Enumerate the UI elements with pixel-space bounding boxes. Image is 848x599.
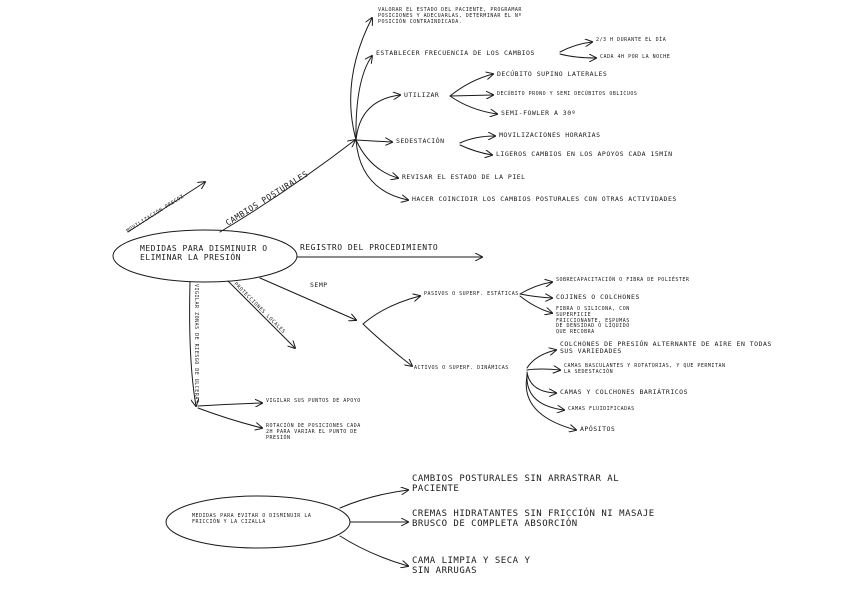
arrow-estaticas-1 [519,282,552,295]
arrow-frecuencia-2 [559,53,596,58]
dinamicas-item-1: COLCHONES DE PRESIÓN ALTERNANTE DE AIRE … [560,340,772,356]
arrow-sedestacion-2 [459,144,492,155]
semp-label: SEMP [310,281,328,289]
arrow-estaticas-2 [519,293,552,298]
sedestacion-item-2: LIGEROS CAMBIOS EN LOS APOYOS CADA 15MIN [496,150,673,158]
central-node-ellipse [112,229,298,283]
second-item-2: CREMAS HIDRATANTES SIN FRICCIÓN NI MASAJ… [412,509,655,530]
arrow-estaticas-3 [519,295,552,313]
dinamicas-label: ACTIVOS O SUPERF. DINÁMICAS [414,365,509,371]
arrow-hacer [355,139,408,200]
arrow-utilizar-1 [449,74,493,97]
arrow-sedestacion [355,140,392,142]
estaticas-item-2: COJINES O COLCHONES [556,293,640,301]
dinamicas-item-3: CAMAS Y COLCHONES BARIÁTRICOS [560,388,688,396]
sedestacion-label: SEDESTACIÓN [396,137,445,145]
arrow-frecuencia-1 [559,42,592,53]
estaticas-label: PASIVOS O SUPERF. ESTÁTICAS [424,291,519,297]
utilizar-item-1: DECÚBITO SUPINO LATERALES [497,70,608,78]
sedestacion-item-1: MOVILIZACIONES HORARIAS [499,131,601,139]
hacer-label: HACER COINCIDIR LOS CAMBIOS POSTURALES C… [412,195,677,203]
vigilar-label: VIGILAR ZONAS DE RIESGO DE ULCERAS [193,284,199,404]
utilizar-item-3: SEMI-FOWLER A 30º [501,109,577,117]
arrow-valorar [350,18,372,141]
vigilar-item-2: ROTACIÓN DE POSICIONES CADA 2H PARA VARI… [266,423,361,441]
arrow-utilizar [355,95,400,141]
revisar-label: REVISAR EL ESTADO DE LA PIEL [402,173,526,181]
arrow-dinamicas-4 [526,373,564,410]
utilizar-label: UTILIZAR [404,91,440,99]
dinamicas-item-4: CAMAS FLUIDIFICADAS [568,406,635,412]
arrow-dinamicas-2 [526,369,560,370]
arrow-utilizar-3 [449,95,497,114]
second-item-3: CAMA LIMPIA Y SECA Y SIN ARRUGAS [412,556,531,577]
arrow-cambios-posturales [219,140,355,233]
arrow-second-1 [339,490,408,509]
second-item-1: CAMBIOS POSTURALES SIN ARRASTRAR AL PACI… [412,474,620,495]
frecuencia-label: ESTABLECER FRECUENCIA DE LOS CAMBIOS [376,49,535,57]
valorar-label: VALORAR EL ESTADO DEL PACIENTE, PROGRAMA… [378,7,522,25]
utilizar-item-2: DECÚBITO PRONO Y SEMI DECÚBITOS OBLICUOS [497,91,638,97]
arrow-dinamicas [362,323,412,366]
second-node-label: MEDIDAS PARA EVITAR O DISMINUIR LA FRICC… [192,513,312,525]
arrow-second-3 [339,535,408,566]
estaticas-item-1: SOBRECAPACITACIÓN O FIBRA DE POLIÉSTER [556,277,690,283]
central-node-label: MEDIDAS PARA DISMINUIR O ELIMINAR LA PRE… [140,244,268,263]
arrow-revisar [355,139,398,178]
arrow-sedestacion-1 [459,136,495,144]
arrow-semp [259,277,356,320]
arrow-protecciones [227,280,295,348]
frecuencia-item-1: 2/3 H DURANTE EL DÍA [596,37,667,43]
registro-label: REGISTRO DEL PROCEDIMIENTO [300,243,439,252]
arrow-dinamicas-3 [526,371,556,393]
arrow-vigilar [189,281,196,406]
dinamicas-item-2: CAMAS BASCULANTES Y ROTATORIAS, Y QUE PE… [564,363,726,375]
arrow-estaticas [362,296,420,325]
frecuencia-item-2: CADA 4H POR LA NOCHE [600,54,671,60]
arrow-frecuencia [355,56,372,141]
estaticas-item-3: FIBRA O SILICONA, CON SUPERFICIE FRICCIO… [556,306,630,335]
arrow-utilizar-2 [449,95,493,96]
arrow-vigilar-2 [197,407,262,428]
arrow-dinamicas-1 [526,350,556,369]
vigilar-item-1: VIGILAR SUS PUNTOS DE APOYO [266,398,361,404]
arrow-movilizacion [127,182,205,233]
dinamicas-item-5: APÓSITOS [580,425,616,433]
arrow-dinamicas-5 [525,375,576,430]
arrow-vigilar-1 [197,403,262,406]
